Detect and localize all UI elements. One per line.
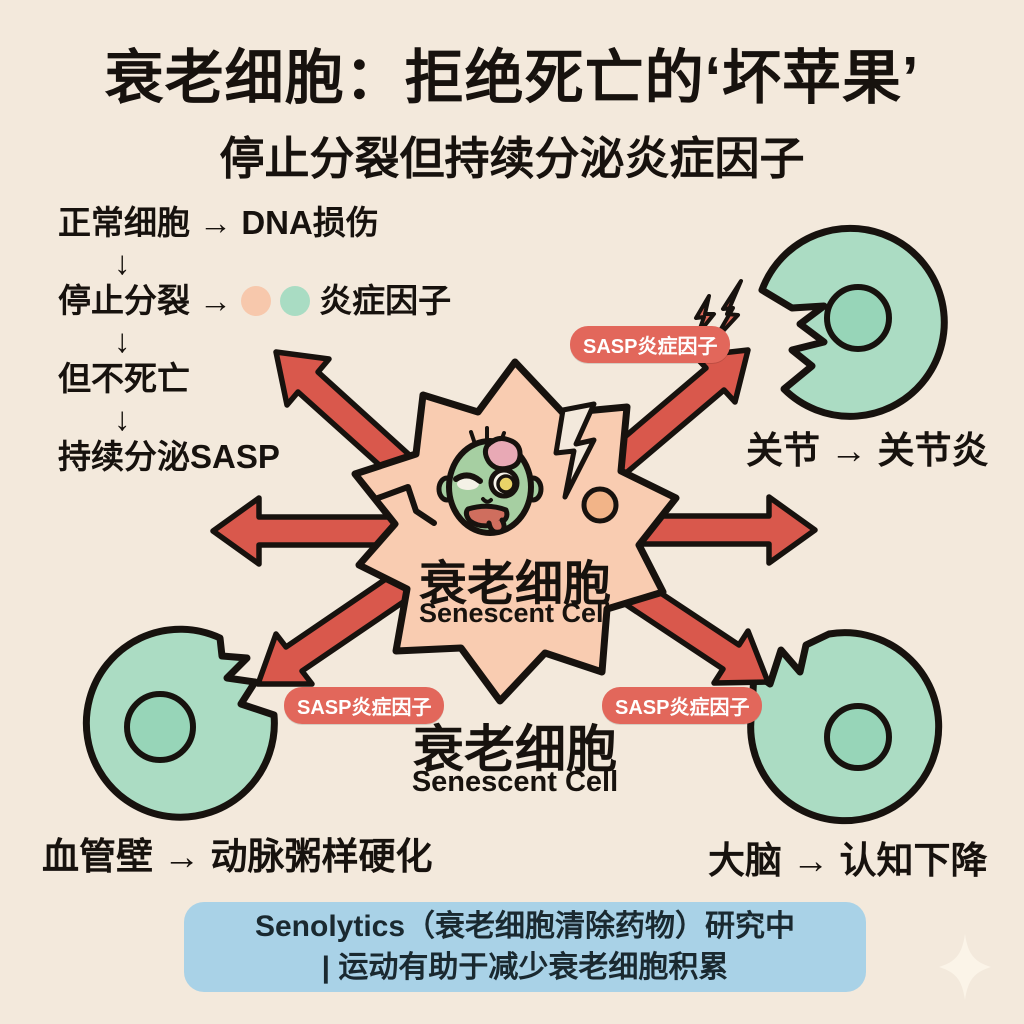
arrow-down-left-icon: [255, 565, 421, 687]
bottom-caption-en: Senescent Cell: [411, 766, 619, 798]
lightning-crack-icon: [553, 401, 597, 500]
sparkle-icon: [939, 934, 991, 1000]
mint-dot-icon: [280, 286, 311, 317]
nucleus: [124, 691, 196, 763]
outcome-brain-label: 大脑 → 认知下降: [708, 840, 988, 881]
down-arrow-icon: ↓: [114, 321, 131, 359]
arrow-up-right-icon: [598, 347, 751, 482]
down-arrow-icon: ↓: [114, 399, 131, 437]
center-cell-label-zh: 衰老细胞: [418, 558, 611, 611]
tongue: [486, 517, 507, 535]
peach-dot-icon: [241, 286, 272, 317]
sasp-badge: SASP炎症因子: [602, 687, 763, 724]
banner-line1: Senolytics（衰老细胞清除药物）研究中: [254, 909, 796, 943]
page-title: 衰老细胞：拒绝死亡的‘坏苹果’: [104, 45, 920, 111]
healthy-cell-joint: [758, 224, 948, 420]
healthy-cell-vessel: [82, 625, 278, 821]
sasp-badge: SASP炎症因子: [570, 326, 731, 363]
down-arrow-icon: ↓: [114, 243, 131, 281]
arrow-down-right-icon: [619, 575, 771, 686]
inflammatory-factor-label: 炎症因子: [319, 281, 452, 319]
organelle-icon: [581, 486, 619, 524]
exposed-brain-icon: [482, 436, 523, 472]
flow-step-no-death: 但不死亡: [58, 359, 190, 397]
banner-line2: | 运动有助于减少衰老细胞积累: [321, 951, 729, 984]
outcome-joint-label: 关节 → 关节炎: [746, 430, 989, 471]
nucleus: [824, 284, 892, 352]
page-subtitle: 停止分裂但持续分泌炎症因子: [219, 133, 805, 184]
sasp-badge: SASP炎症因子: [284, 687, 445, 724]
center-cell-label-en: Senescent Cell: [418, 598, 612, 628]
bottom-caption-zh: 衰老细胞: [412, 721, 617, 778]
nucleus: [824, 703, 892, 771]
radiating-arrows: [210, 347, 818, 687]
healthy-cell-brain: [747, 629, 943, 825]
crack-icon: [375, 484, 437, 526]
arrow-right-icon: [625, 494, 818, 566]
process-flow: 正常细胞 → DNA损伤 ↓ 停止分裂 → 炎症因子 ↓ 但不死亡 ↓ 持续分泌…: [58, 204, 451, 477]
flow-step-stop-dividing: 停止分裂 → 炎症因子: [58, 282, 451, 321]
senolytics-banner: Senolytics（衰老细胞清除药物）研究中 | 运动有助于减少衰老细胞积累: [184, 902, 866, 992]
flow-step-sasp: 持续分泌SASP: [58, 437, 280, 475]
zombie-face-icon: [436, 426, 544, 536]
outcome-vessel-label: 血管壁 → 动脉粥样硬化: [42, 836, 433, 877]
flow-step-dna-damage: 正常细胞 → DNA损伤: [58, 204, 379, 241]
senescent-cell-blob: [351, 358, 680, 705]
flow-step-stop-dividing-label: 停止分裂 →: [58, 281, 233, 319]
